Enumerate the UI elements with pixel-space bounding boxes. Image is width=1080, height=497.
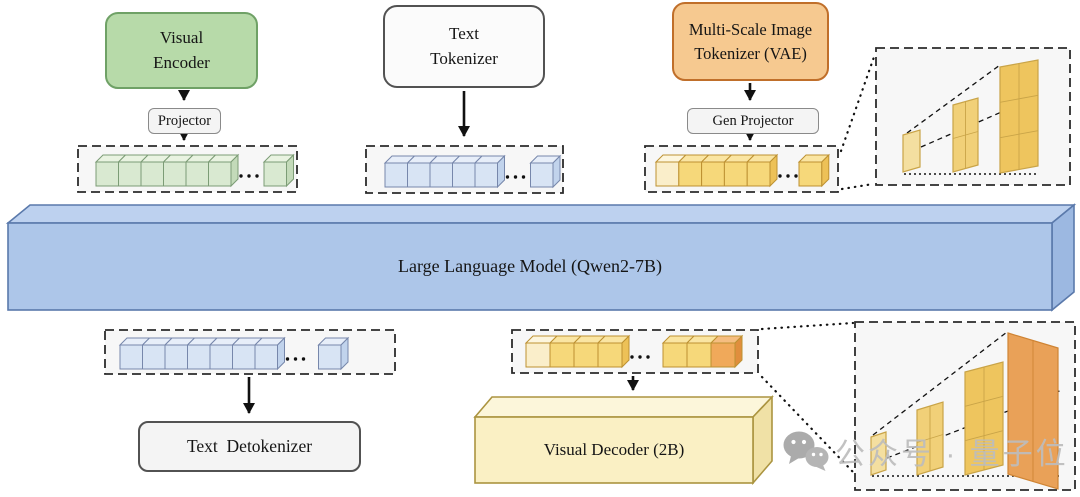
wechat-icon (783, 431, 829, 471)
visual-decoder-label: Visual Decoder (2B) (475, 417, 753, 483)
watermark: 公众号 · 量子位 (780, 427, 1069, 475)
text-tokenizer-label-line2: Tokenizer (430, 48, 498, 68)
gen-projector-label: Gen Projector (712, 112, 794, 129)
projector-box: Projector (148, 108, 221, 134)
zoom-connector (760, 375, 855, 474)
text-tokenizer-box: Text Tokenizer (383, 5, 545, 88)
visual-encoder-label-line1: Visual (159, 27, 204, 47)
multiscale-tokenizer-label-line2: Tokenizer (VAE) (694, 43, 807, 63)
gen-projector-box: Gen Projector (687, 108, 819, 134)
visual-decoder-label-text: Visual Decoder (2B) (543, 440, 685, 459)
visual-encoder-label-line2: Encoder (153, 52, 210, 72)
text-tokenizer-label-line1: Text (449, 23, 479, 43)
zoom-connector (840, 182, 875, 191)
token-strip-image-gen-output-tokens (511, 329, 759, 374)
token-strip-text-output-tokens (104, 329, 396, 375)
text-detokenizer-box: Text Detokenizer (138, 421, 361, 472)
projector-label: Projector (157, 112, 212, 129)
token-strip-visual-understanding-tokens (77, 145, 298, 193)
llm-label: Large Language Model (Qwen2-7B) (8, 223, 1052, 310)
zoom-connector (839, 55, 876, 153)
visual-encoder-box: Visual Encoder (105, 12, 258, 89)
llm-3d-box (5, 203, 1077, 312)
token-strip-image-gen-input-tokens (644, 145, 839, 193)
multiscale-tokenizer-label-line1: Multi-Scale Image (688, 19, 813, 39)
multiscale-view-bottom (854, 321, 1076, 491)
token-strip-text-input-tokens (365, 145, 564, 194)
multiscale-view-top (875, 47, 1071, 186)
watermark-text: 公众号 · 量子位 (835, 438, 1069, 471)
text-detokenizer-label: Text Detokenizer (186, 436, 313, 456)
visual-decoder-3d-box (473, 394, 774, 486)
llm-label-text: Large Language Model (Qwen2-7B) (397, 256, 663, 276)
zoom-connector (760, 321, 855, 331)
multiscale-image-tokenizer-box: Multi-Scale Image Tokenizer (VAE) (672, 2, 829, 81)
